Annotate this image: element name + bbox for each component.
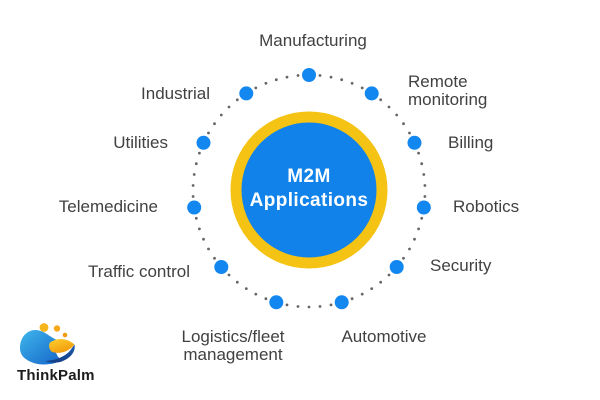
orbit-dot <box>264 81 268 85</box>
orbit-dot <box>227 105 231 109</box>
logo-dot-small <box>62 332 68 338</box>
orbit-dot <box>219 113 223 117</box>
orbit-dot <box>340 78 344 82</box>
orbit-dot <box>296 74 300 77</box>
orbit-dot <box>402 122 405 126</box>
orbit-dot <box>264 297 268 301</box>
orbit-dot <box>307 305 311 309</box>
item-dot <box>302 68 316 82</box>
item-dot <box>239 86 254 101</box>
orbit-dot <box>235 280 239 284</box>
orbit-dot <box>198 151 201 155</box>
thinkpalm-logo: ThinkPalm <box>14 310 124 392</box>
orbit-dot <box>413 237 416 241</box>
item-label-billing: Billing <box>448 133 494 152</box>
item-label-automotive: Automotive <box>341 327 427 346</box>
thinkpalm-logo-icon <box>20 323 75 365</box>
item-label-traffic-control: Traffic control <box>87 262 190 281</box>
orbit-dot <box>227 273 231 277</box>
logo-dot-medium <box>53 325 61 332</box>
brand-name: ThinkPalm <box>17 367 95 384</box>
item-label-remote-monitoring: Remote monitoring <box>408 72 488 109</box>
orbit-dot <box>370 287 374 290</box>
item-dot <box>389 260 404 274</box>
orbit-dot <box>192 173 196 176</box>
orbit-dot <box>329 303 333 307</box>
orbit-dot <box>387 105 391 109</box>
orbit-dot <box>423 184 427 187</box>
orbit-dot <box>207 131 210 135</box>
orbit-dot <box>244 287 248 290</box>
orbit-dot <box>318 74 322 77</box>
orbit-dot <box>350 297 354 301</box>
orbit-dot <box>254 86 258 90</box>
item-dot <box>196 135 211 150</box>
orbit-dot <box>318 305 322 308</box>
item-label-logistics-fleet-management: Logistics/fleet management <box>181 327 285 364</box>
orbit-dot <box>422 173 426 176</box>
item-dot <box>364 86 379 101</box>
orbit-dot <box>420 162 424 166</box>
orbit-dot <box>285 303 289 307</box>
orbit-dot <box>420 216 424 220</box>
orbit-dot <box>194 162 198 166</box>
orbit-dot <box>408 131 411 135</box>
item-label-manufacturing: Manufacturing <box>259 31 367 50</box>
orbit-dot <box>191 184 195 187</box>
center-title: M2M Applications <box>219 165 399 213</box>
item-label-robotics: Robotics <box>453 197 520 216</box>
orbit-dot <box>191 195 195 198</box>
logo-dot-large <box>39 323 49 332</box>
orbit-dot <box>402 256 405 260</box>
orbit-dot <box>379 98 383 102</box>
item-dot <box>269 295 284 310</box>
item-dot <box>214 260 229 274</box>
orbit-dot <box>395 113 399 117</box>
orbit-dot <box>417 227 420 231</box>
orbit-dot <box>360 86 364 90</box>
center-circle <box>230 111 388 269</box>
orbit-dot <box>202 237 205 241</box>
orbit-dot <box>296 305 300 308</box>
orbit-dot <box>360 292 364 296</box>
orbit-dot <box>207 247 210 251</box>
item-label-telemedicine: Telemedicine <box>58 197 158 216</box>
center-title-line1: M2M <box>287 166 331 187</box>
orbit-dot <box>387 273 391 277</box>
item-dot <box>334 295 349 310</box>
item-dot <box>407 135 422 150</box>
orbit-dot <box>254 292 258 296</box>
orbit-dot <box>408 247 411 251</box>
orbit-dot <box>350 81 354 85</box>
orbit-dot <box>194 216 198 220</box>
item-label-utilities: Utilities <box>113 133 168 152</box>
orbit-dot <box>423 195 427 198</box>
logo-swoosh-shape <box>45 344 75 363</box>
logo-wave-shape <box>20 329 62 365</box>
orbit-dot <box>329 75 333 79</box>
orbit-dot <box>235 98 239 102</box>
item-label-security: Security <box>430 256 492 275</box>
orbit-dot <box>213 122 216 126</box>
orbit-dot <box>285 75 289 79</box>
orbit-dot <box>198 227 201 231</box>
orbit-dot <box>213 256 216 260</box>
orbit-dot <box>417 151 420 155</box>
item-dot <box>416 200 431 215</box>
orbit-dot <box>379 280 383 284</box>
logo-sail-shape <box>49 338 75 353</box>
orbit-dot <box>274 78 278 82</box>
item-label-industrial: Industrial <box>141 84 210 103</box>
item-dot <box>187 200 202 215</box>
center-title-line2: Applications <box>249 190 369 211</box>
